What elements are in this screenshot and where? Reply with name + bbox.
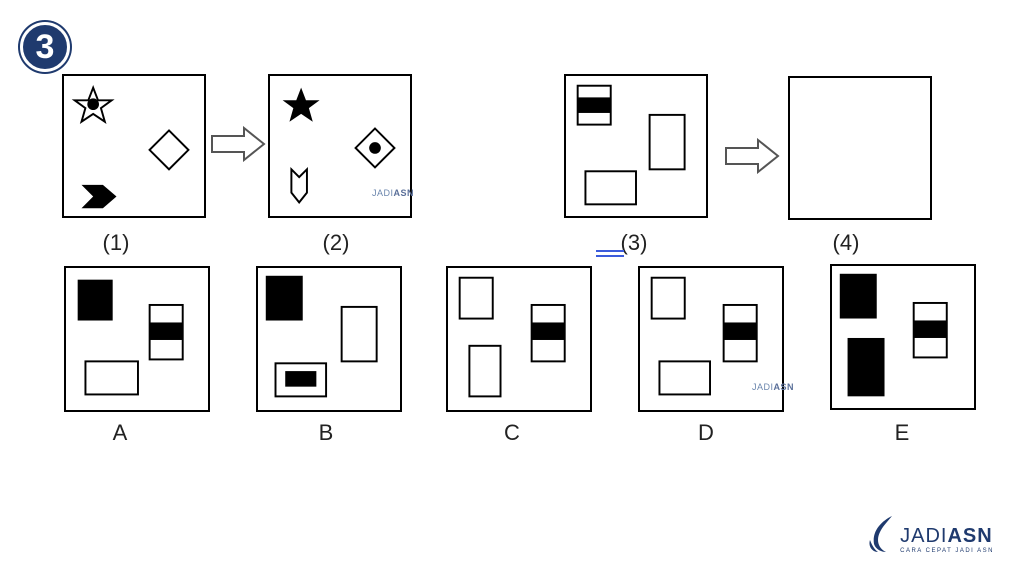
rectangle-outline	[658, 360, 711, 396]
rectangle-outline	[650, 276, 686, 320]
figure-1-shapes	[71, 84, 190, 209]
rectangle-band	[723, 322, 757, 340]
option-b-label: B	[318, 420, 334, 445]
figure-2	[268, 74, 412, 218]
figure-1	[62, 74, 206, 218]
rectangle-band	[913, 320, 947, 338]
brand-prefix: JADI	[900, 525, 948, 547]
dot-icon	[369, 142, 381, 154]
rectangle-outline	[458, 276, 494, 320]
rectangle-band	[531, 322, 565, 340]
arrow-right-icon	[211, 126, 266, 162]
rectangle-outline	[648, 113, 686, 171]
watermark-prefix: JADI	[372, 188, 394, 198]
option-b[interactable]	[256, 266, 402, 412]
brand-suffix: ASN	[947, 525, 993, 547]
rectangle-band	[577, 97, 611, 113]
option-e[interactable]	[830, 264, 976, 410]
brand-name: JADIASN	[900, 525, 993, 548]
rectangle-band	[285, 371, 317, 387]
arrow-right-icon	[725, 138, 780, 174]
chevron-filled-icon	[81, 184, 117, 209]
figure-2-shapes	[282, 87, 396, 204]
rectangle-outline	[468, 344, 502, 398]
option-c-label: C	[504, 420, 520, 445]
figure-3-shapes	[576, 84, 686, 206]
rectangle-filled	[77, 279, 113, 321]
watermark-suffix: ASN	[773, 382, 795, 392]
figure-4-label: (4)	[832, 230, 860, 255]
figure-3	[564, 74, 708, 218]
option-a-shapes	[77, 279, 184, 396]
rectangle-outline	[84, 360, 139, 396]
figure-2-label: (2)	[322, 230, 350, 255]
text-cursor-mark	[596, 250, 624, 257]
option-d-label: D	[698, 420, 714, 445]
rectangle-filled	[839, 273, 877, 319]
figure-3-label: (3)	[620, 230, 648, 255]
watermark: JADIASN	[372, 188, 414, 198]
brand-tagline: CARA CEPAT JADI ASN	[900, 548, 994, 554]
star-filled-icon	[282, 87, 320, 122]
rectangle-outline	[584, 170, 637, 206]
figure-4-empty	[788, 76, 932, 220]
option-a-label: A	[112, 420, 128, 445]
rectangle-filled	[847, 337, 885, 397]
option-a[interactable]	[64, 266, 210, 412]
rectangle-outline	[340, 305, 378, 363]
watermark-suffix: ASN	[393, 188, 415, 198]
figure-1-label: (1)	[102, 230, 130, 255]
star-outline-icon	[71, 84, 115, 124]
option-c-shapes	[458, 276, 566, 398]
rectangle-band	[149, 322, 183, 340]
brand-text: JADIASN CARA CEPAT JADI ASN	[900, 525, 994, 554]
option-e-shapes	[839, 273, 948, 397]
option-d-shapes	[650, 276, 758, 396]
diamond-outline-icon	[148, 129, 190, 171]
option-d[interactable]	[638, 266, 784, 412]
chevron-down-outline-icon	[290, 166, 308, 204]
dot-icon	[87, 98, 99, 111]
question-number-badge: 3	[20, 22, 70, 72]
brand-swoosh-icon	[869, 516, 893, 552]
watermark: JADIASN	[752, 382, 794, 392]
option-b-shapes	[265, 275, 378, 398]
watermark-prefix: JADI	[752, 382, 774, 392]
option-c[interactable]	[446, 266, 592, 412]
option-e-label: E	[894, 420, 910, 445]
brand-logo: JADIASN CARA CEPAT JADI ASN	[866, 514, 994, 554]
rectangle-filled	[265, 275, 303, 321]
